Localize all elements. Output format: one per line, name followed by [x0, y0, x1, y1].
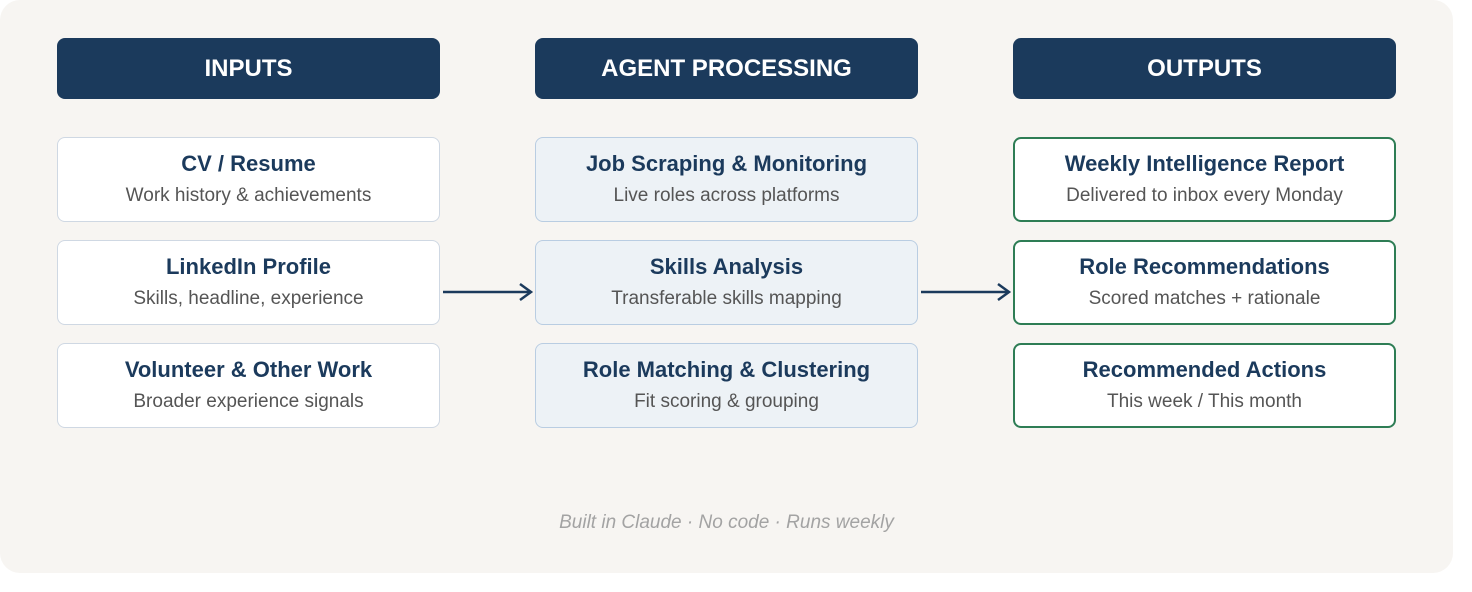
box-title: Skills Analysis [649, 254, 804, 279]
box-title: Role Recommendations [1079, 254, 1330, 279]
box-subtitle: Delivered to inbox every Monday [1066, 185, 1343, 206]
input-box-linkedin-profile: LinkedIn Profile Skills, headline, exper… [57, 240, 440, 325]
box-subtitle: Fit scoring & grouping [634, 391, 819, 412]
arrow-right-icon [921, 282, 1012, 302]
box-title: CV / Resume [181, 151, 316, 176]
box-subtitle: Scored matches + rationale [1088, 288, 1321, 309]
box-subtitle: Live roles across platforms [613, 185, 840, 206]
footer-note: Built in Claude · No code · Runs weekly [559, 512, 894, 533]
box-subtitle: Transferable skills mapping [611, 288, 842, 309]
process-box-role-matching: Role Matching & Clustering Fit scoring &… [535, 343, 918, 428]
box-title: Recommended Actions [1082, 357, 1327, 382]
box-subtitle: Work history & achievements [125, 185, 372, 206]
box-title: LinkedIn Profile [165, 254, 332, 279]
input-box-volunteer-work: Volunteer & Other Work Broader experienc… [57, 343, 440, 428]
box-subtitle: Broader experience signals [133, 391, 364, 412]
outputs-header: OUTPUTS [1013, 38, 1396, 99]
output-box-recommended-actions: Recommended Actions This week / This mon… [1013, 343, 1396, 428]
box-title: Weekly Intelligence Report [1064, 151, 1345, 176]
box-title: Volunteer & Other Work [124, 357, 373, 382]
box-subtitle: This week / This month [1106, 391, 1302, 412]
process-box-skills-analysis: Skills Analysis Transferable skills mapp… [535, 240, 918, 325]
box-subtitle: Skills, headline, experience [133, 288, 364, 309]
output-box-weekly-report: Weekly Intelligence Report Delivered to … [1013, 137, 1396, 222]
arrow-right-icon [443, 282, 534, 302]
box-title: Job Scraping & Monitoring [585, 151, 868, 176]
box-title: Role Matching & Clustering [582, 357, 871, 382]
process-box-job-scraping: Job Scraping & Monitoring Live roles acr… [535, 137, 918, 222]
input-box-cv-resume: CV / Resume Work history & achievements [57, 137, 440, 222]
inputs-header: INPUTS [57, 38, 440, 99]
output-box-role-recommendations: Role Recommendations Scored matches + ra… [1013, 240, 1396, 325]
agent-processing-header: AGENT PROCESSING [535, 38, 918, 99]
